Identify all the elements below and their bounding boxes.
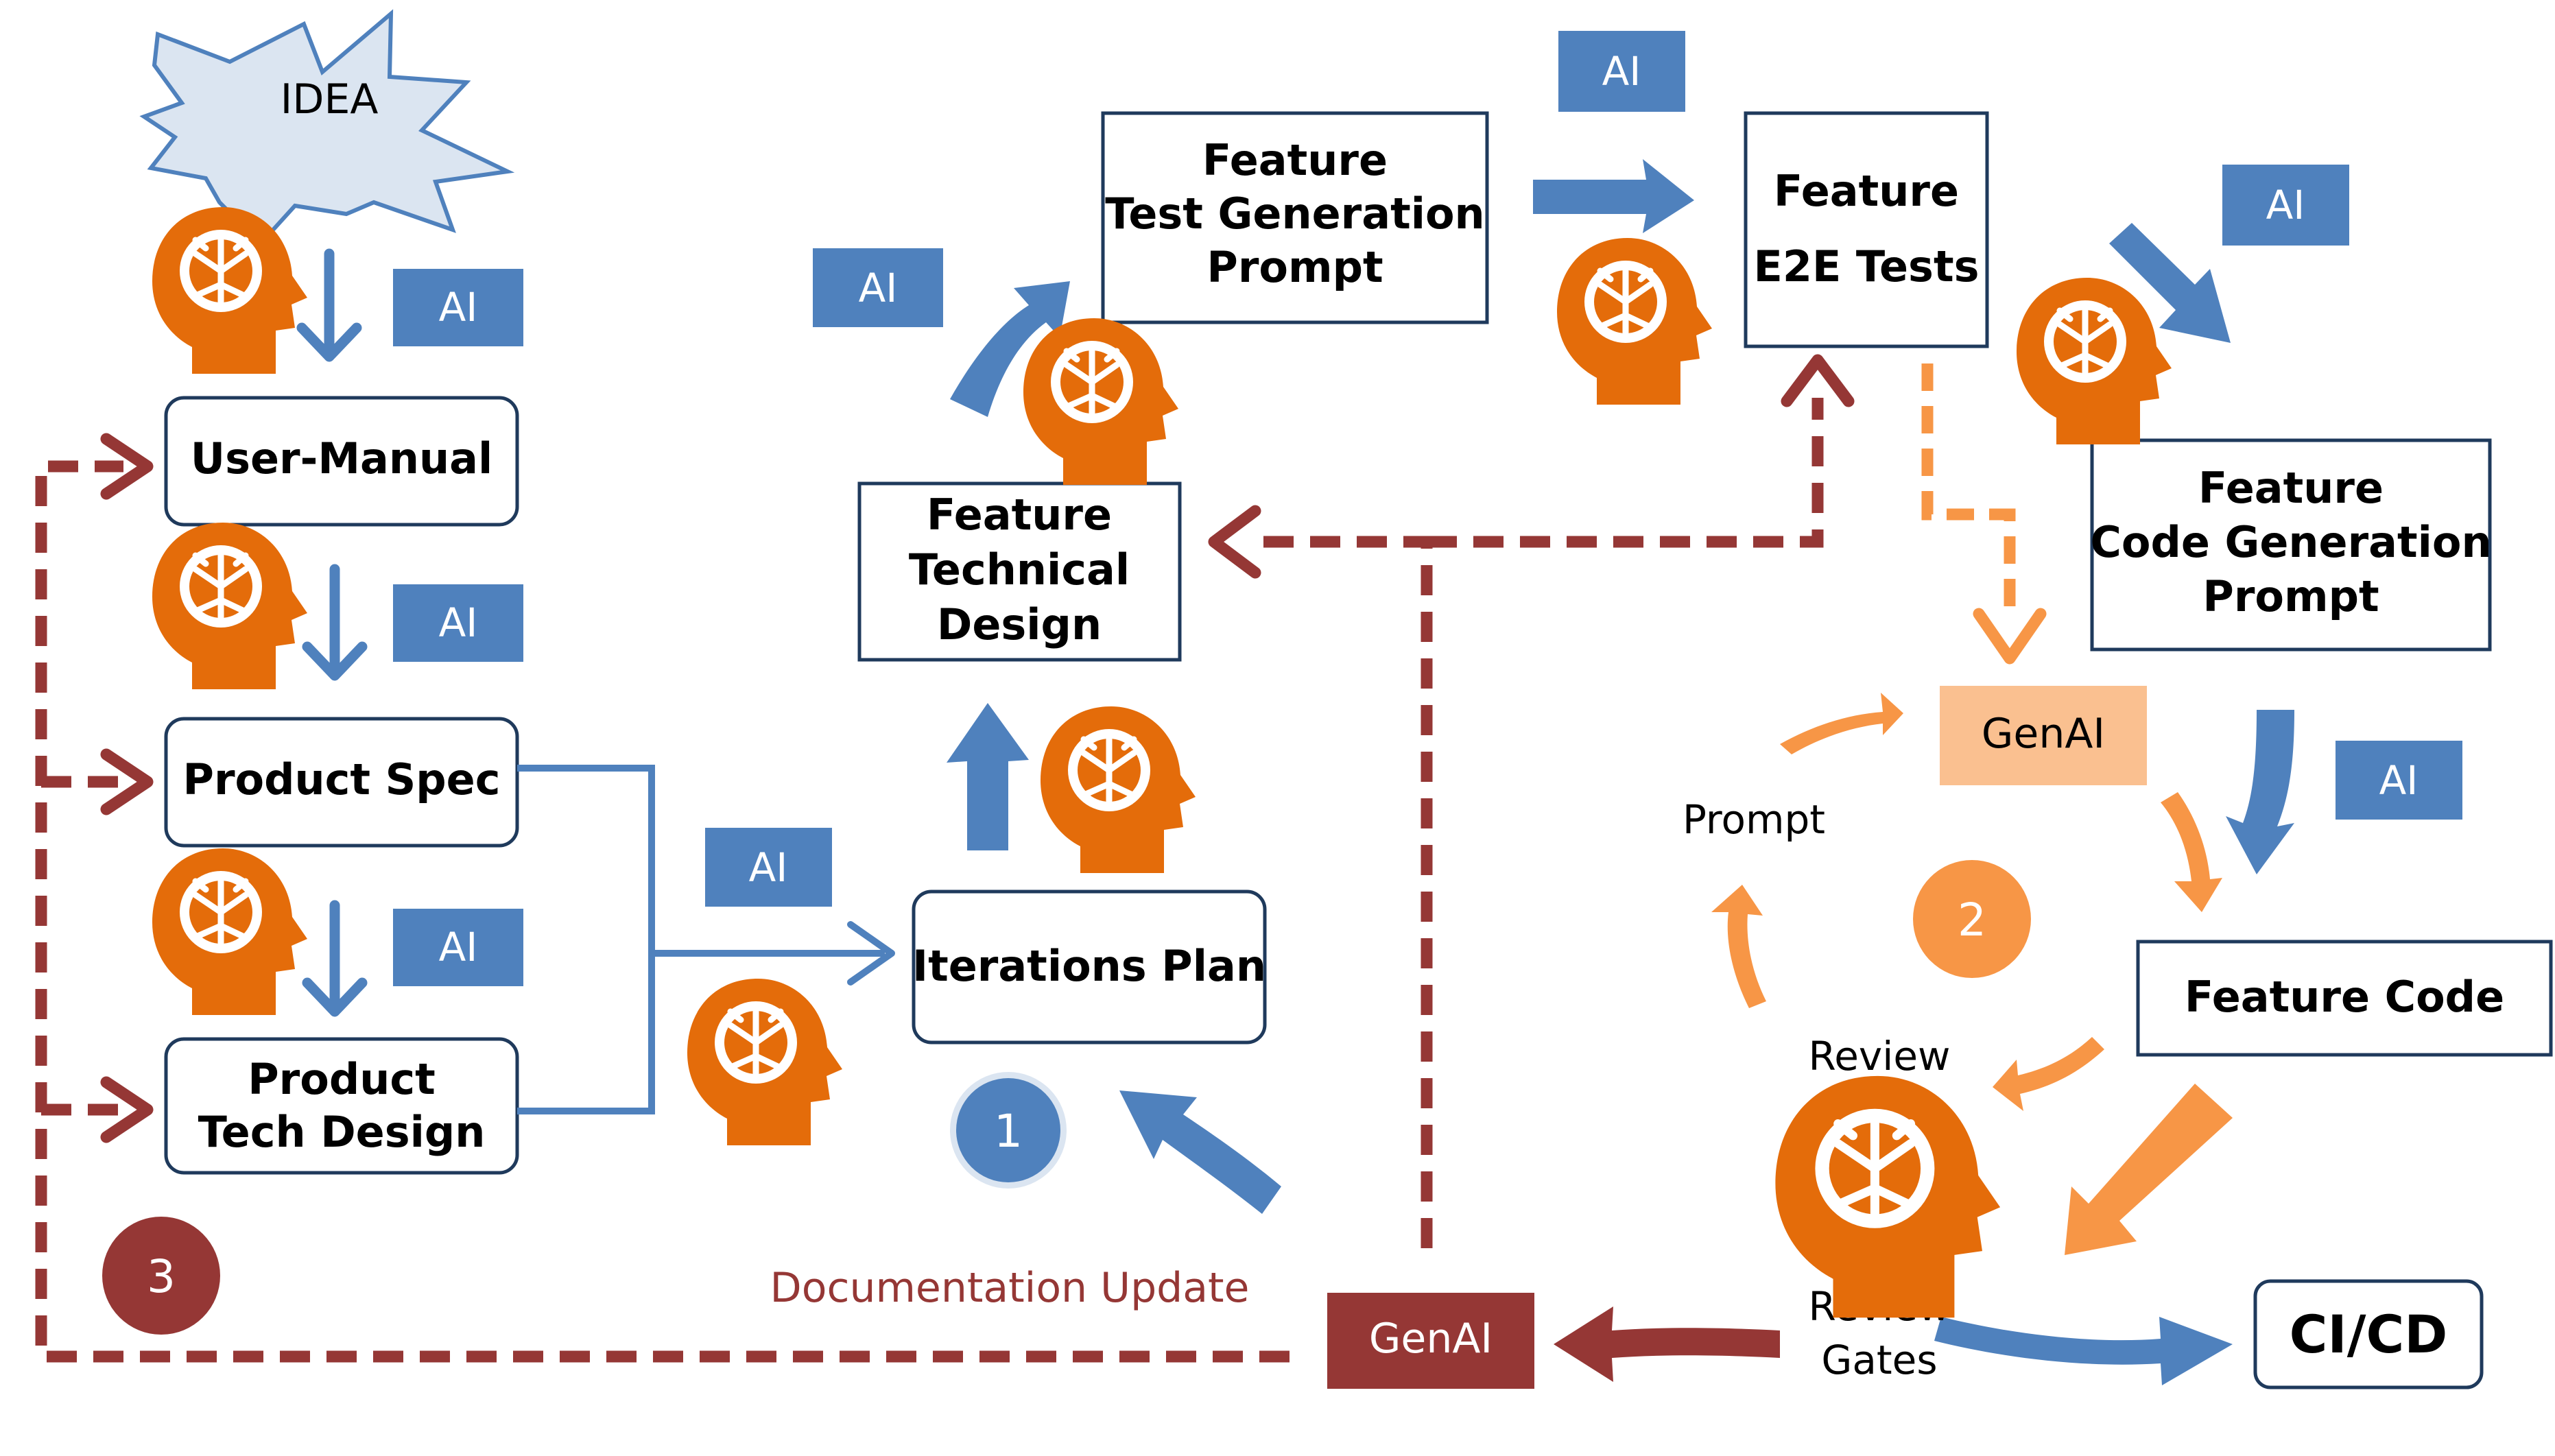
product-tech-design-label-line1: Product <box>248 1054 436 1104</box>
loop-number-2: 2 <box>1913 860 2031 978</box>
brain-head-icon <box>1041 706 1196 873</box>
ai-badge: AI <box>2336 741 2462 820</box>
prompt-to-genai-arrow <box>1780 693 1903 754</box>
e2e-to-code-prompt-arrow <box>2109 223 2231 343</box>
brain-head-icon <box>1775 1076 2000 1317</box>
svg-text:AI: AI <box>859 265 898 311</box>
arrowhead-to-product-spec <box>100 748 154 815</box>
documentation-update-loop <box>35 398 1824 1363</box>
loop-number-1-text: 1 <box>994 1105 1023 1158</box>
code-prompt-line1: Feature <box>2198 463 2384 513</box>
loop-number-1: 1 <box>950 1072 1067 1189</box>
feature-technical-design-line2: Technical <box>909 545 1130 595</box>
prompt-label: Prompt <box>1683 796 1825 843</box>
idea-label: IDEA <box>281 75 379 123</box>
loop-number-3: 3 <box>102 1217 220 1335</box>
genai-box-top: GenAI <box>1940 686 2147 785</box>
product-spec-to-tech-design-arrow <box>302 900 368 1017</box>
brain-head-icon <box>1023 318 1178 485</box>
documentation-update-label: Documentation Update <box>770 1264 1250 1312</box>
user-manual-box: User-Manual <box>164 396 519 527</box>
code-prompt-line2: Code Generation <box>2090 517 2491 567</box>
loop-number-2-text: 2 <box>1958 894 1986 946</box>
svg-text:AI: AI <box>439 599 478 646</box>
spec-design-to-iterations-connector <box>517 765 885 1114</box>
test-prompt-line1: Feature <box>1202 135 1388 185</box>
review-gates-to-cicd-arrow <box>1934 1317 2233 1385</box>
e2e-tests-line2: E2E Tests <box>1754 241 1980 291</box>
iterations-plan-box: Iterations Plan <box>912 890 1267 1045</box>
feature-technical-design-line3: Design <box>937 599 1102 649</box>
product-tech-design-box: Product Tech Design <box>164 1037 519 1175</box>
review-gates-label-line2: Gates <box>1821 1337 1937 1383</box>
product-tech-design-label-line2: Tech Design <box>198 1107 486 1157</box>
feature-technical-design-box: Feature Technical Design <box>857 481 1182 662</box>
technical-design-to-test-prompt-arrow <box>950 281 1070 417</box>
iterations-plan-arrowhead <box>847 921 895 986</box>
brain-head-icon <box>1557 238 1712 405</box>
test-prompt-line2: Test Generation <box>1105 189 1484 239</box>
ai-badge: AI <box>393 269 523 346</box>
loop-number-3-text: 3 <box>147 1250 176 1303</box>
loop-one-return-arrow <box>1119 1090 1281 1214</box>
product-spec-box: Product Spec <box>164 717 519 848</box>
iterations-to-technical-design-arrow <box>947 703 1029 850</box>
brain-head-icon <box>152 848 307 1015</box>
review-to-prompt-arrow <box>1711 885 1766 1008</box>
arrowhead-to-user-manual <box>100 433 154 500</box>
ci-cd-label: CI/CD <box>2290 1304 2448 1365</box>
brain-head-icon <box>152 207 307 374</box>
ci-cd-box: CI/CD <box>2253 1279 2484 1389</box>
ai-badge: AI <box>813 248 943 327</box>
ai-badge: AI <box>1558 31 1685 112</box>
genai-top-label: GenAI <box>1982 710 2105 758</box>
brain-head-icon <box>687 979 842 1145</box>
feature-code-to-review-arrow <box>1993 1037 2104 1111</box>
feature-code-label: Feature Code <box>2185 972 2504 1022</box>
review-label: Review <box>1809 1033 1951 1079</box>
genai-bottom-label: GenAI <box>1369 1315 1493 1363</box>
feature-code-generation-prompt-box: Feature Code Generation Prompt <box>2090 438 2492 652</box>
ai-badge: AI <box>393 909 523 986</box>
feature-code-box: Feature Code <box>2136 940 2553 1057</box>
svg-text:AI: AI <box>1602 48 1641 95</box>
svg-text:AI: AI <box>439 284 478 331</box>
genai-box-bottom: GenAI <box>1327 1293 1534 1389</box>
feature-code-to-review-gates-arrow <box>2065 1084 2233 1255</box>
test-prompt-to-e2e-arrow <box>1533 159 1694 233</box>
arrowhead-to-feature-e2e-tests <box>1781 354 1855 407</box>
idea-starburst-icon <box>139 9 515 247</box>
test-prompt-line3: Prompt <box>1207 242 1383 292</box>
arrowhead-to-product-tech-design <box>100 1076 154 1143</box>
feature-technical-design-line1: Feature <box>927 490 1112 540</box>
svg-text:AI: AI <box>749 844 788 891</box>
feature-e2e-tests-box: Feature E2E Tests <box>1744 111 1989 348</box>
brain-head-icon <box>2017 278 2172 444</box>
ai-badge: AI <box>393 584 523 662</box>
user-manual-label: User-Manual <box>191 433 493 484</box>
brain-head-icon <box>152 523 307 689</box>
e2e-tests-line1: Feature <box>1774 166 1959 216</box>
svg-text:AI: AI <box>439 924 478 970</box>
iterations-plan-label: Iterations Plan <box>912 941 1266 991</box>
ai-badge: AI <box>2222 165 2349 246</box>
code-prompt-to-feature-code-arrow <box>2226 710 2294 874</box>
ai-badge: AI <box>705 828 832 907</box>
review-gates-to-genai-doc-arrow <box>1554 1306 1780 1382</box>
svg-text:AI: AI <box>2266 182 2305 228</box>
arrowhead-to-feature-technical-design <box>1208 505 1261 579</box>
genai-to-feature-code-arrow <box>2161 792 2222 912</box>
user-manual-to-product-spec-arrow <box>302 564 368 681</box>
code-prompt-line3: Prompt <box>2202 571 2379 621</box>
e2e-to-genai-dashed-arrow <box>1921 363 2047 665</box>
feature-test-generation-prompt-box: Feature Test Generation Prompt <box>1101 111 1489 324</box>
idea-to-user-manual-arrow <box>296 248 362 362</box>
product-spec-label: Product Spec <box>183 754 501 804</box>
svg-text:AI: AI <box>2379 757 2419 804</box>
review-loop <box>1711 693 2233 1255</box>
